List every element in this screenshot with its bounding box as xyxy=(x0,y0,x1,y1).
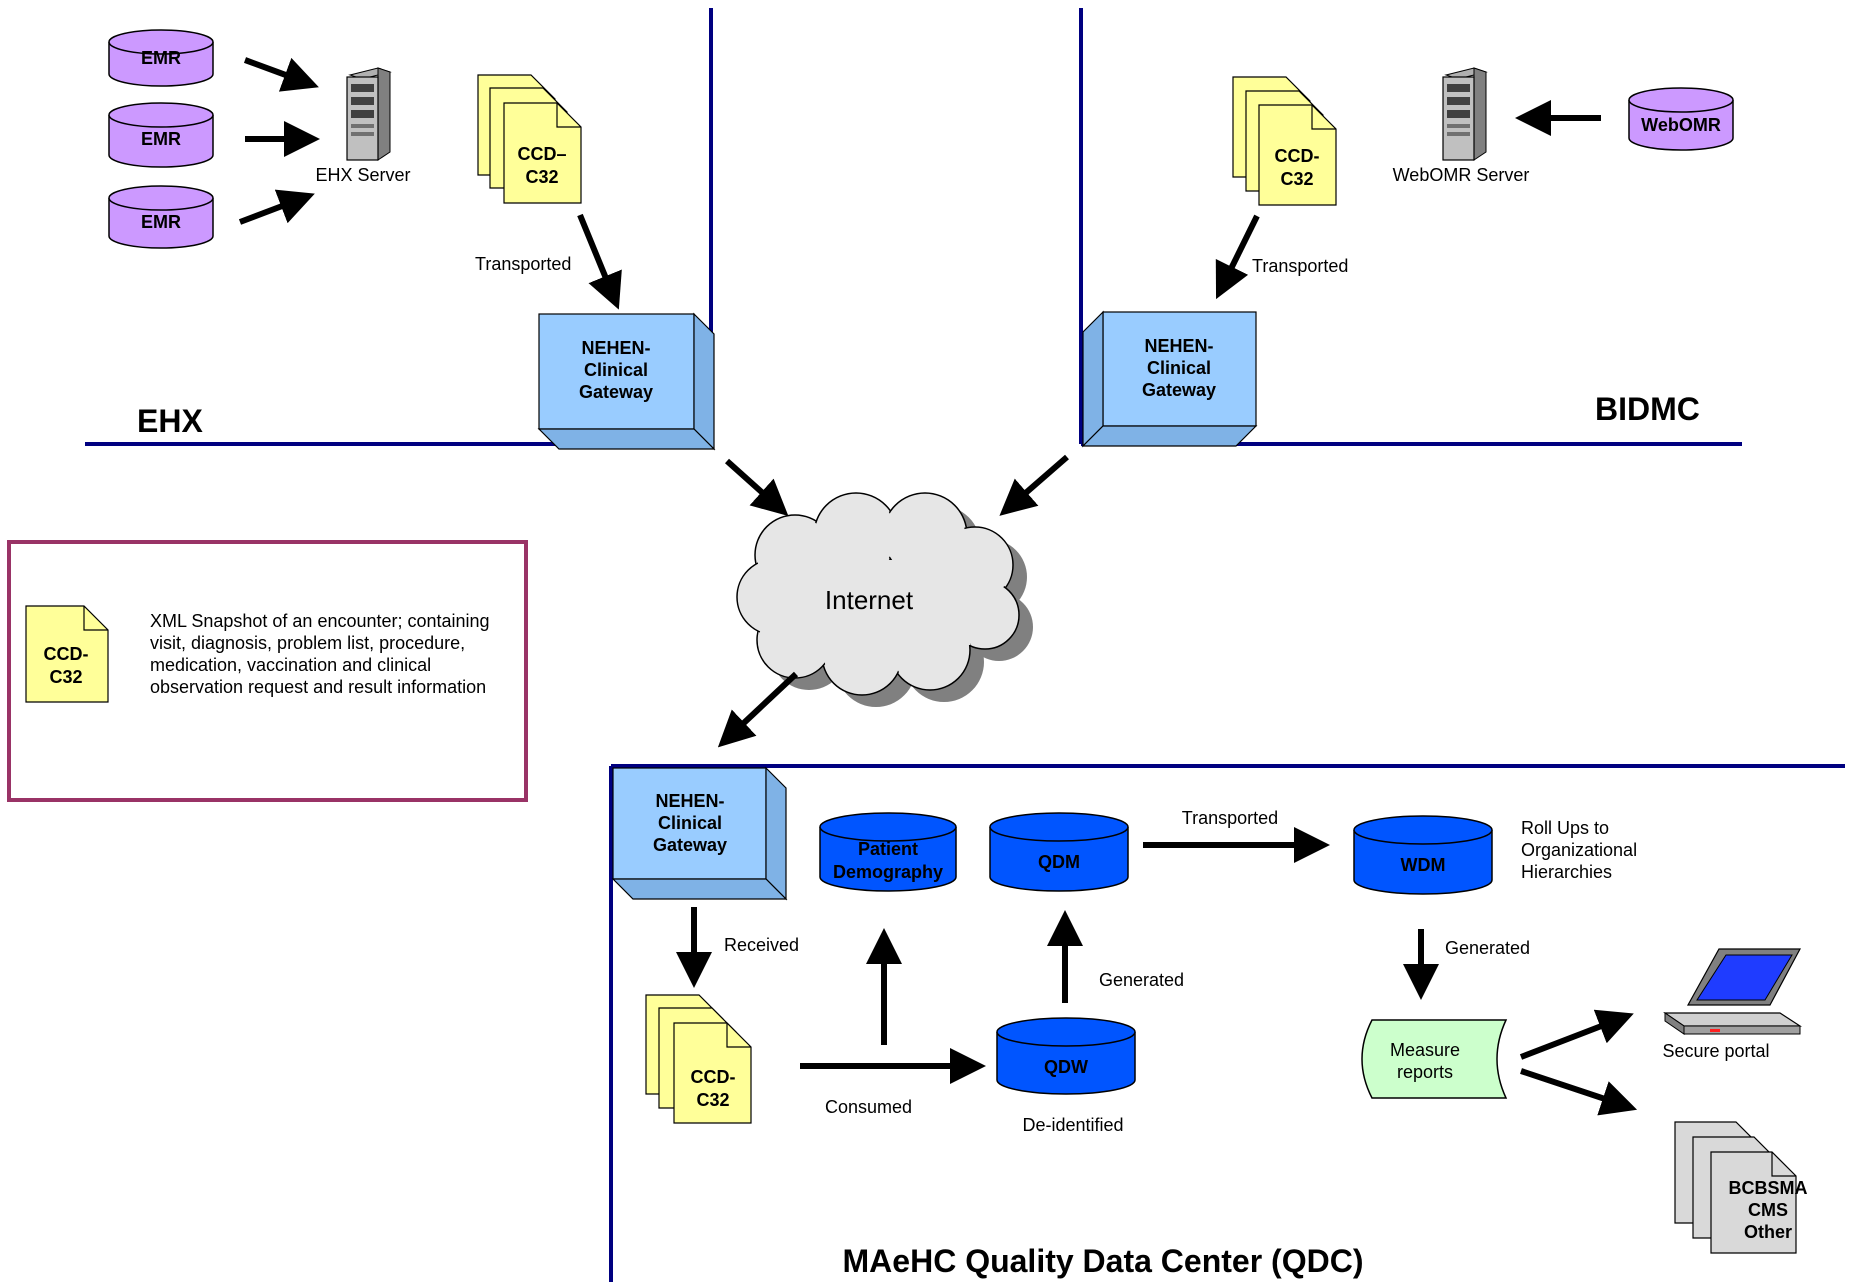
reports-to-recipients-arrow xyxy=(1520,1068,1638,1116)
webomr-server-label: WebOMR Server xyxy=(1393,165,1530,185)
bidmc-gateway-label-2: Clinical xyxy=(1147,358,1211,378)
zone-label-bidmc: BIDMC xyxy=(1595,391,1700,427)
emr-label-1: EMR xyxy=(141,48,181,68)
portal-label: Secure portal xyxy=(1662,1041,1769,1061)
ehx-server-icon xyxy=(346,67,392,161)
wdm-label: WDM xyxy=(1401,855,1446,875)
qdc-ccd-label-line2: C32 xyxy=(696,1090,729,1110)
bidmc-ccd-label-line2: C32 xyxy=(1280,169,1313,189)
qdc-gateway-label-2: Clinical xyxy=(658,813,722,833)
measure-reports-label-1: Measure xyxy=(1390,1040,1460,1060)
ehx-ccd-label-line1: CCD– xyxy=(517,144,566,164)
qdc-gateway-box xyxy=(611,766,788,901)
ehx-gateway-box xyxy=(537,312,716,451)
bidmc-gateway-label-3: Gateway xyxy=(1142,380,1216,400)
measure-reports-label-2: reports xyxy=(1397,1062,1453,1082)
internet-cloud-icon xyxy=(736,492,1033,707)
deidentified-label: De-identified xyxy=(1022,1115,1123,1135)
legend-ccd-label-line2: C32 xyxy=(49,667,82,687)
emr-label-3: EMR xyxy=(141,212,181,232)
emr-arrows xyxy=(238,57,320,225)
ehx-gateway-label-1: NEHEN- xyxy=(581,338,650,358)
webomr-server-icon xyxy=(1442,67,1488,161)
emr-label-2: EMR xyxy=(141,129,181,149)
webomr-database: WebOMR xyxy=(1628,87,1734,151)
legend-text-line3: medication, vaccination and clinical xyxy=(150,655,431,675)
internet-label: Internet xyxy=(825,585,914,615)
bidmc-gateway-label-1: NEHEN- xyxy=(1144,336,1213,356)
reports-generated-label: Generated xyxy=(1445,938,1530,958)
qdc-ccd-label-line1: CCD- xyxy=(691,1067,736,1087)
emr-database-3: EMR xyxy=(108,185,214,249)
webomr-db-label: WebOMR xyxy=(1641,115,1721,135)
rollups-label-3: Hierarchies xyxy=(1521,862,1612,882)
ehx-to-internet-arrow xyxy=(724,458,789,517)
bidmc-ccd-label-line1: CCD- xyxy=(1275,146,1320,166)
ehx-ccd-document-stack xyxy=(477,74,582,204)
ehx-server-label: EHX Server xyxy=(315,165,410,185)
qdw-database xyxy=(996,1017,1136,1095)
ehx-transported-label: Transported xyxy=(475,254,571,274)
qdc-ccd-document-stack xyxy=(645,994,752,1124)
rollups-label-2: Organizational xyxy=(1521,840,1637,860)
recipients-document-stack xyxy=(1674,1121,1797,1254)
wdm-database xyxy=(1353,815,1493,895)
laptop-icon xyxy=(1663,948,1803,1035)
reports-to-portal-arrow xyxy=(1519,1009,1634,1060)
qdc-gateway-label-1: NEHEN- xyxy=(655,791,724,811)
internet-to-qdc-arrow xyxy=(717,671,799,748)
zone-label-ehx: EHX xyxy=(137,403,203,439)
qdm-label: QDM xyxy=(1038,852,1080,872)
qdm-database xyxy=(989,812,1129,892)
qdm-transported-label: Transported xyxy=(1182,808,1278,828)
ehx-transport-arrow xyxy=(577,213,622,310)
measure-reports-shape xyxy=(1361,1019,1508,1099)
qdc-gateway-label-3: Gateway xyxy=(653,835,727,855)
legend-text-line2: visit, diagnosis, problem list, procedur… xyxy=(150,633,465,653)
ehx-gateway-label-3: Gateway xyxy=(579,382,653,402)
legend-text-line4: observation request and result informati… xyxy=(150,677,486,697)
qdm-generated-label: Generated xyxy=(1099,970,1184,990)
legend-text-line1: XML Snapshot of an encounter; containing xyxy=(150,611,490,631)
emr-database-1: EMR xyxy=(108,29,214,87)
received-label: Received xyxy=(724,935,799,955)
legend-ccd-label-line1: CCD- xyxy=(44,644,89,664)
consumed-label: Consumed xyxy=(825,1097,912,1117)
patient-db-label-1: Patient xyxy=(858,839,918,859)
rollups-label-1: Roll Ups to xyxy=(1521,818,1609,838)
recipient-label-2: CMS xyxy=(1748,1200,1788,1220)
emr-database-2: EMR xyxy=(108,102,214,168)
bidmc-transport-arrow xyxy=(1215,214,1260,300)
bidmc-to-internet-arrow xyxy=(999,454,1069,516)
zone-label-qdc: MAeHC Quality Data Center (QDC) xyxy=(843,1243,1364,1279)
recipient-label-3: Other xyxy=(1744,1222,1792,1242)
bidmc-ccd-document-stack xyxy=(1232,76,1337,206)
patient-db-label-2: Demography xyxy=(833,862,943,882)
recipient-label-1: BCBSMA xyxy=(1729,1178,1808,1198)
legend-ccd-fold xyxy=(83,606,108,631)
patient-demography-database xyxy=(819,812,957,892)
ehx-ccd-label-line2: C32 xyxy=(525,167,558,187)
qdw-label: QDW xyxy=(1044,1057,1088,1077)
ehx-gateway-label-2: Clinical xyxy=(584,360,648,380)
bidmc-gateway-box xyxy=(1081,310,1258,448)
bidmc-transported-label: Transported xyxy=(1252,256,1348,276)
